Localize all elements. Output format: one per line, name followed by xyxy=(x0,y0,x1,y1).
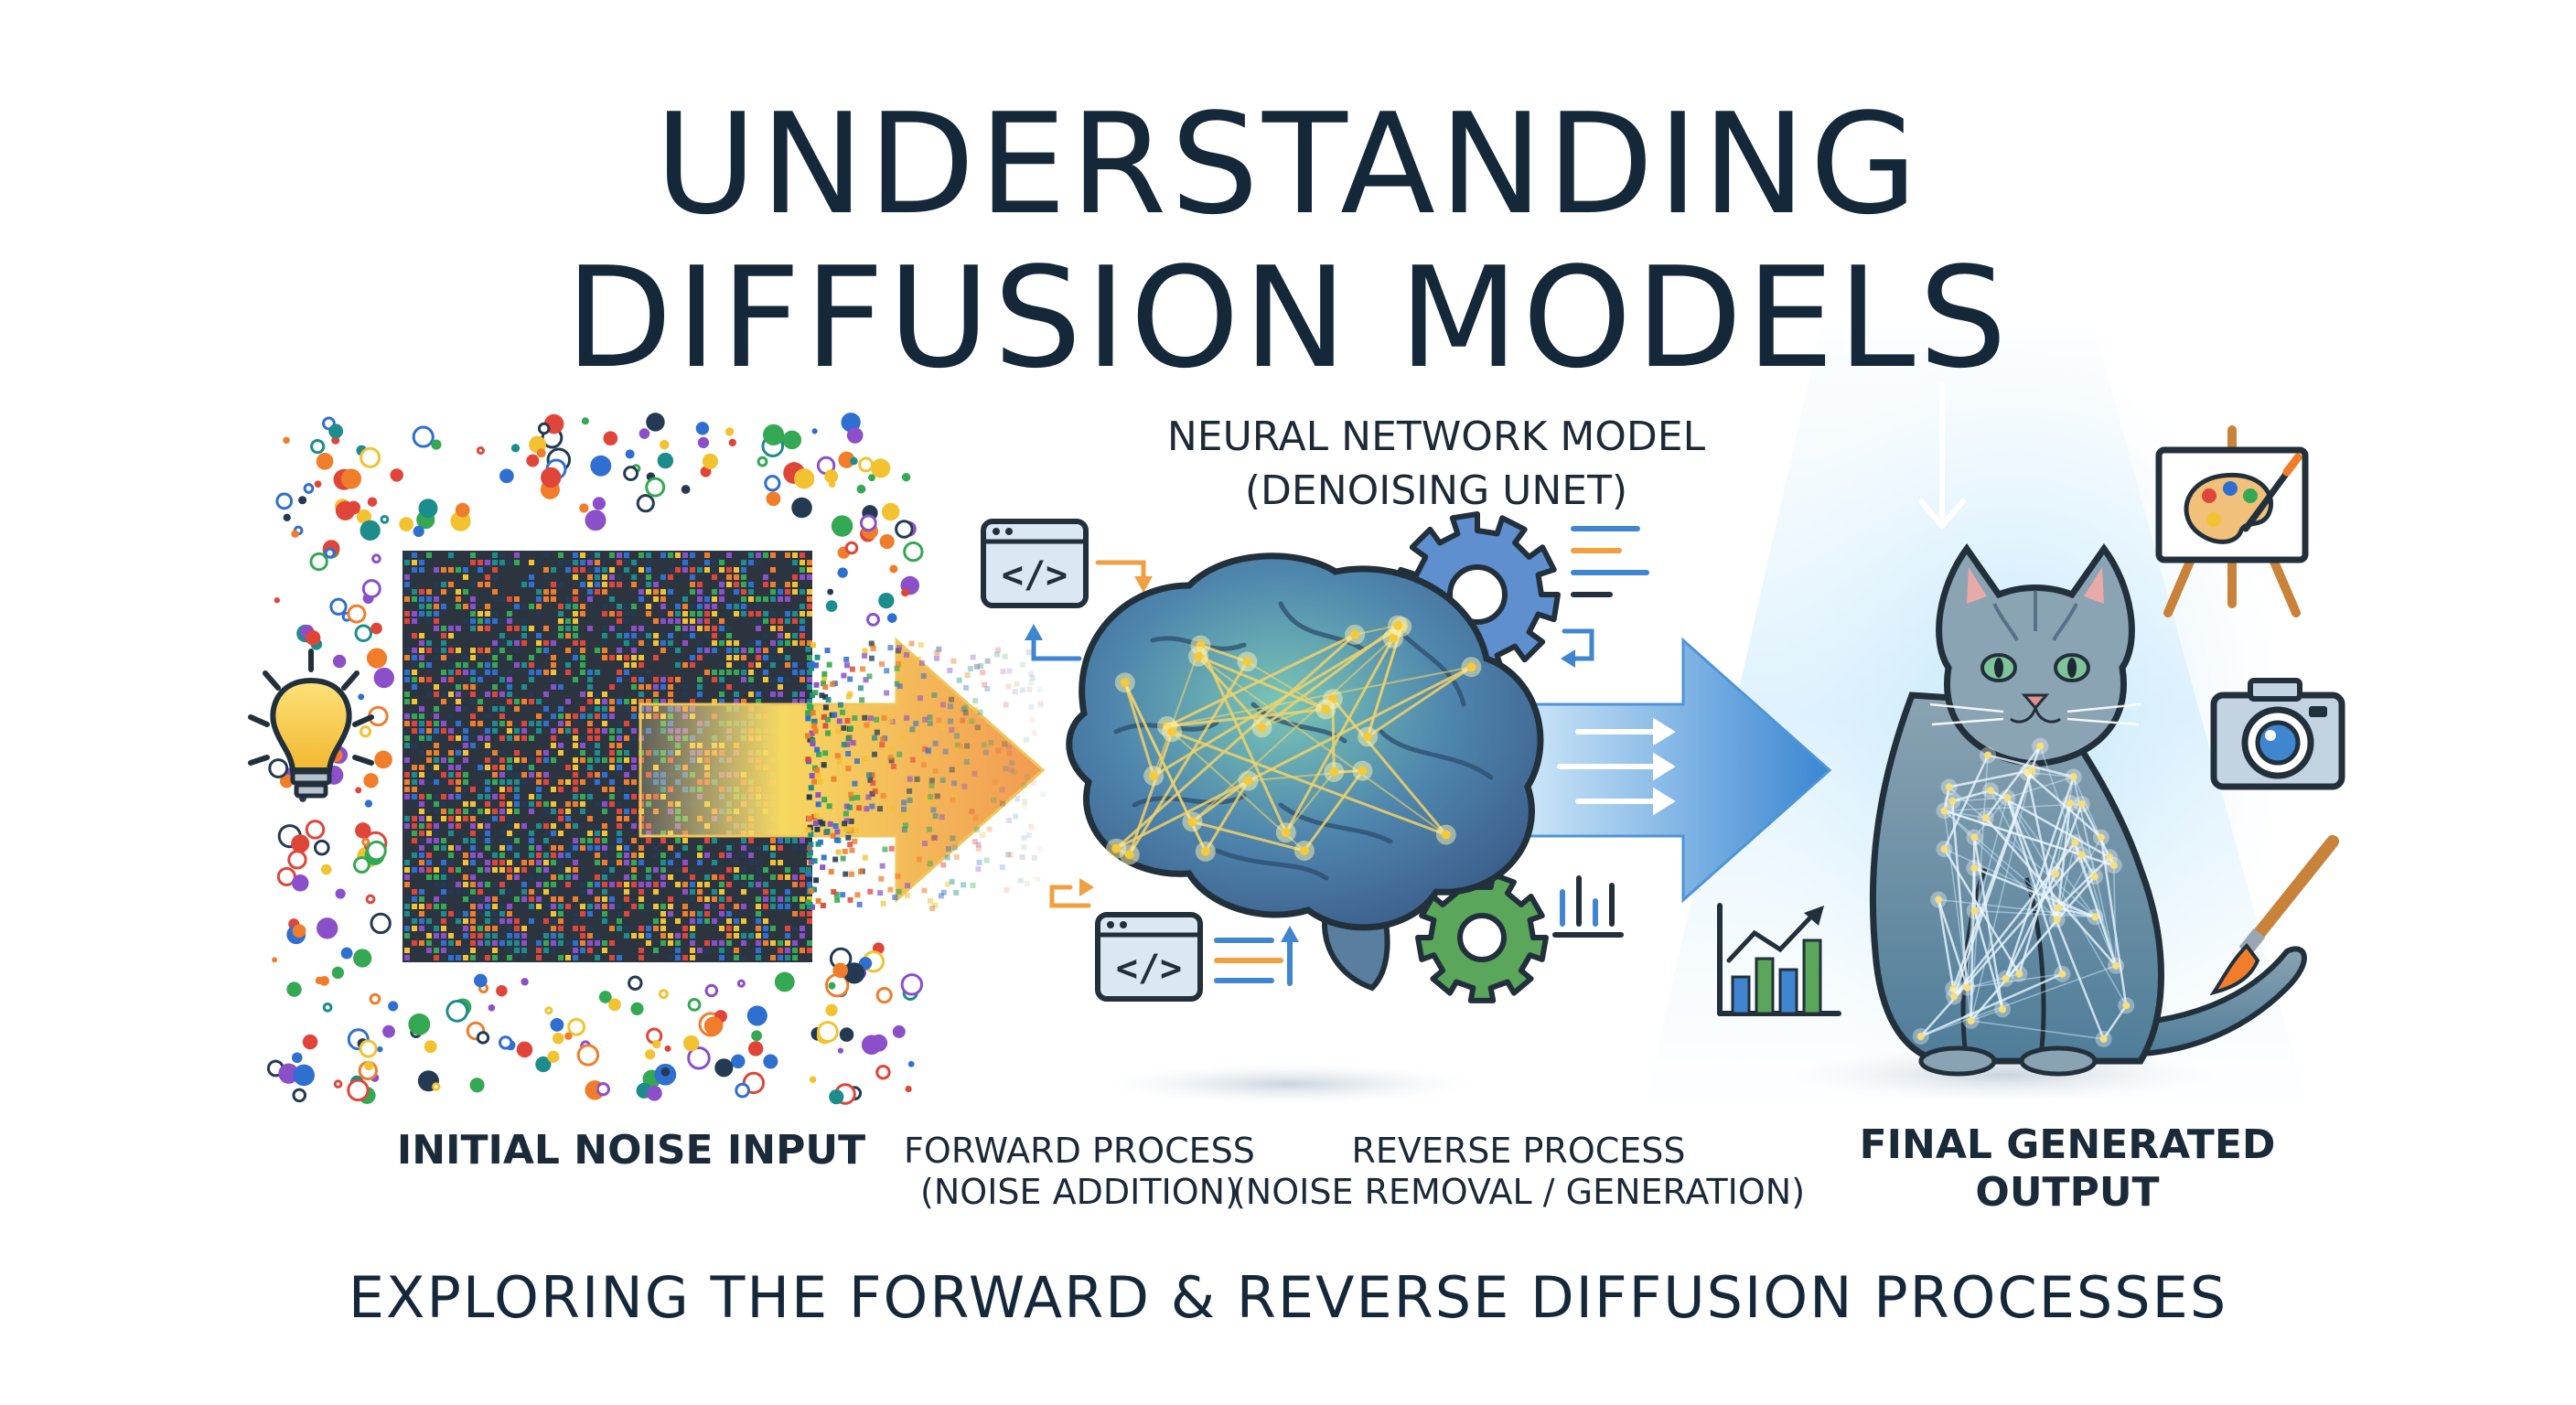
code-window-icon: </> xyxy=(981,519,1089,608)
code-window-icon: </> xyxy=(1095,912,1203,1002)
easel-palette-icon xyxy=(2155,425,2309,617)
code-glyph: </> xyxy=(1002,554,1068,596)
forward-process-label-line-2: (NOISE ADDITION) xyxy=(920,1171,1239,1212)
neural-network-label-line-1: NEURAL NETWORK MODEL xyxy=(1166,413,1706,460)
noise-scatter xyxy=(266,413,924,1105)
bar-chart-icon xyxy=(1717,903,1841,1016)
reverse-process-arrow xyxy=(1498,637,1832,904)
list-lines-icon xyxy=(1214,526,1649,986)
final-output-label: FINAL GENERATED OUTPUT xyxy=(1793,1121,2342,1217)
forward-process-label-line-1: FORWARD PROCESS xyxy=(904,1131,1255,1171)
reverse-process-label-line-2: (NOISE REMOVAL / GENERATION) xyxy=(1231,1171,1806,1212)
forward-process-label: FORWARD PROCESS (NOISE ADDITION) xyxy=(842,1131,1317,1213)
camera-icon xyxy=(2210,678,2345,790)
lightbulb-icon xyxy=(248,649,374,799)
gear-icon xyxy=(1415,872,1549,1003)
mini-bar-icon xyxy=(1552,875,1624,938)
neural-network-label: NEURAL NETWORK MODEL (DENOISING UNET) xyxy=(942,410,1930,519)
forward-process-arrow xyxy=(639,637,1046,911)
code-glyph: </> xyxy=(1116,948,1182,990)
connector-arrows xyxy=(1025,560,1594,908)
final-output-label-line-2: OUTPUT xyxy=(1975,1168,2160,1216)
neural-network-label-line-2: (DENOISING UNET) xyxy=(1244,467,1628,515)
reverse-process-label-line-1: REVERSE PROCESS xyxy=(1351,1131,1686,1171)
main-title-line-1: UNDERSTANDING xyxy=(654,83,1922,245)
down-arrow xyxy=(1918,381,1966,531)
subtitle: EXPLORING THE FORWARD & REVERSE DIFFUSIO… xyxy=(348,1264,2228,1331)
reverse-process-label: REVERSE PROCESS (NOISE REMOVAL / GENERAT… xyxy=(1226,1131,1811,1213)
brain-icon xyxy=(1066,552,1544,1104)
final-output-label-line-1: FINAL GENERATED xyxy=(1859,1121,2276,1168)
main-title-line-2: DIFFUSION MODELS xyxy=(565,237,2011,399)
cat-illustration xyxy=(1793,543,2307,1102)
paintbrush-icon xyxy=(2209,835,2339,996)
initial-noise-label: INITIAL NOISE INPUT xyxy=(396,1127,866,1174)
